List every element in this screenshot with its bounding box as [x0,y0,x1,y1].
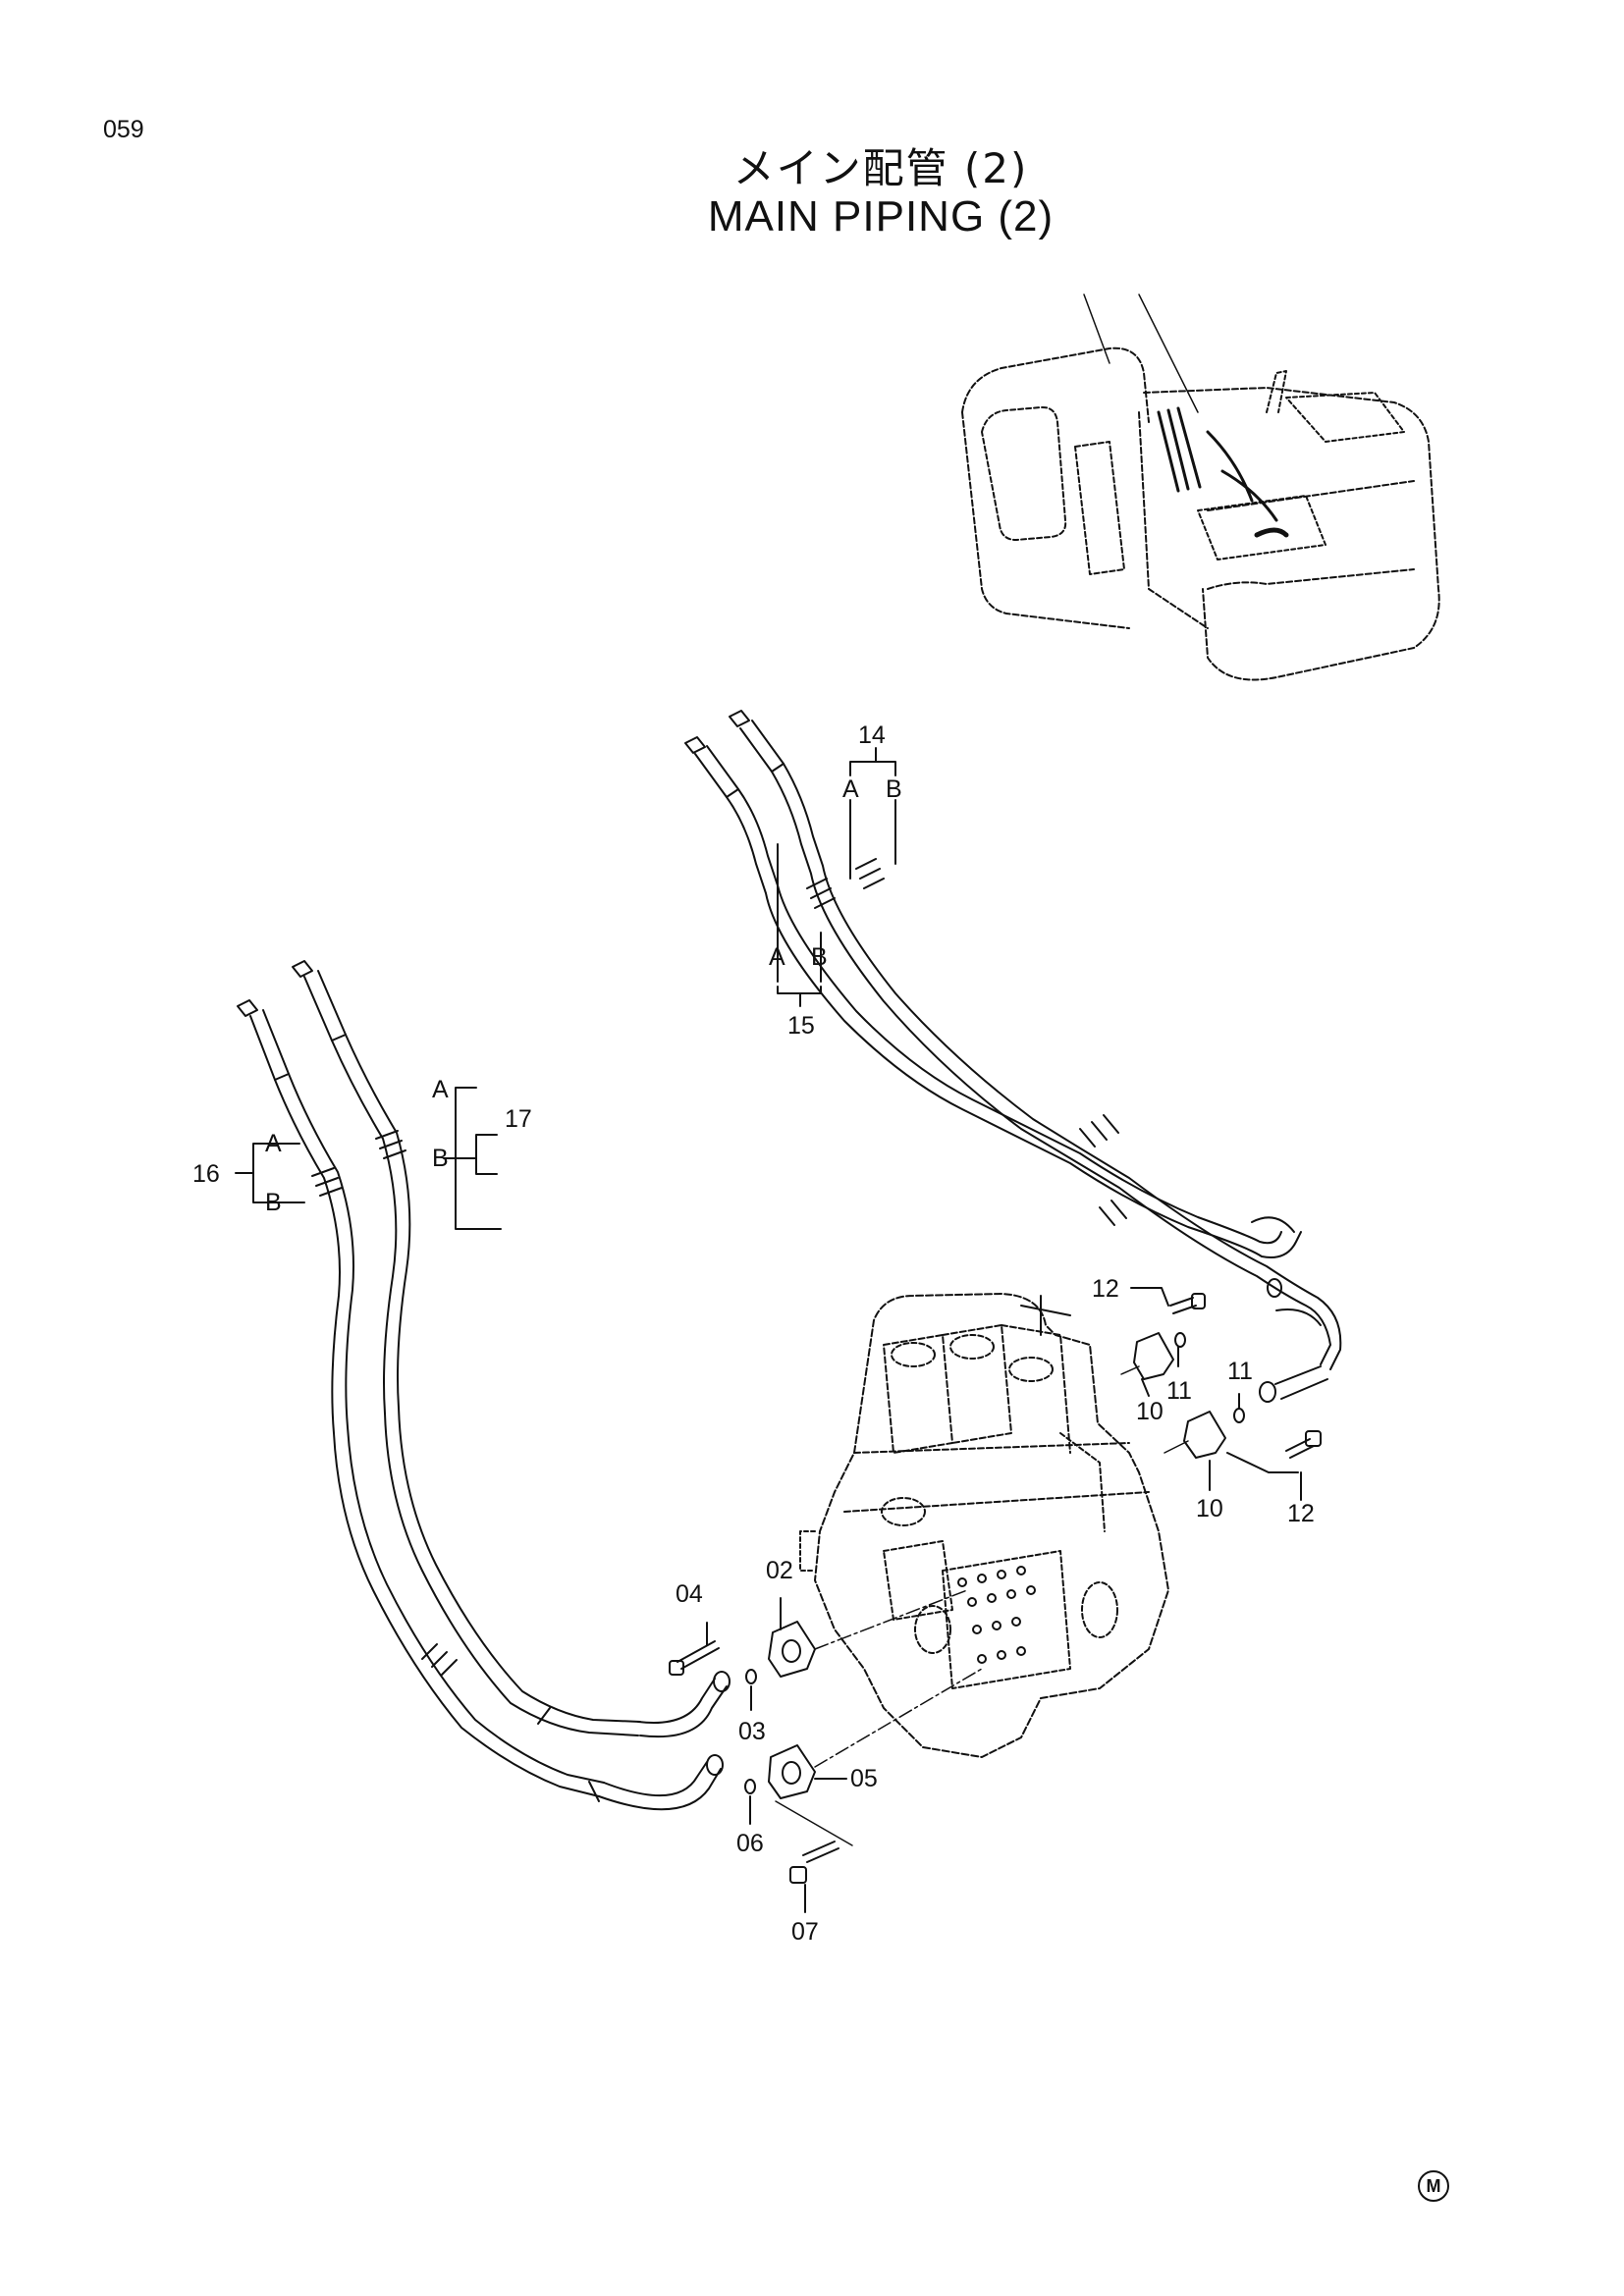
callout-12-lower: 12 [1287,1500,1315,1527]
hose-pair-14-15 [684,710,1342,1403]
maker-mark: M [1418,2170,1449,2202]
callout-10-lower: 10 [1196,1495,1223,1522]
callout-03: 03 [738,1718,766,1745]
callout-02: 02 [766,1557,793,1584]
callout-14: 14 [858,721,886,749]
leader-lines [235,747,1302,1913]
excavator-overview-illustration [961,294,1440,681]
control-valve-illustration [799,1293,1169,1758]
callout-11-lower: 11 [1227,1358,1253,1385]
callout-14-a: A [842,775,859,803]
callout-15-a: A [769,943,785,971]
callout-16-b: B [265,1189,282,1216]
callout-04: 04 [676,1580,703,1608]
callout-06: 06 [736,1830,764,1857]
page-number: 059 [103,116,144,143]
callout-11-upper: 11 [1166,1377,1192,1405]
callout-17-b: B [432,1145,449,1172]
title-japanese: メイン配管 (2) [732,144,1029,192]
hose-pair-16-17 [237,960,731,1811]
callout-10-upper: 10 [1136,1398,1164,1425]
callout-12-upper: 12 [1092,1275,1119,1303]
callout-05: 05 [850,1765,878,1792]
callout-16-a: A [265,1130,282,1157]
callout-17-a: A [432,1076,449,1103]
callout-16: 16 [192,1160,220,1188]
callout-15: 15 [787,1012,815,1040]
title-english: MAIN PIPING (2) [707,192,1055,240]
callout-labels: 14 A B A B 15 A 17 B A 16 B 12 11 10 11 … [192,721,1315,1946]
callout-17: 17 [505,1105,532,1133]
callout-14-b: B [886,775,902,803]
callout-07: 07 [791,1918,819,1946]
callout-15-b: B [811,943,828,971]
fitting-parts [669,1293,1322,1884]
